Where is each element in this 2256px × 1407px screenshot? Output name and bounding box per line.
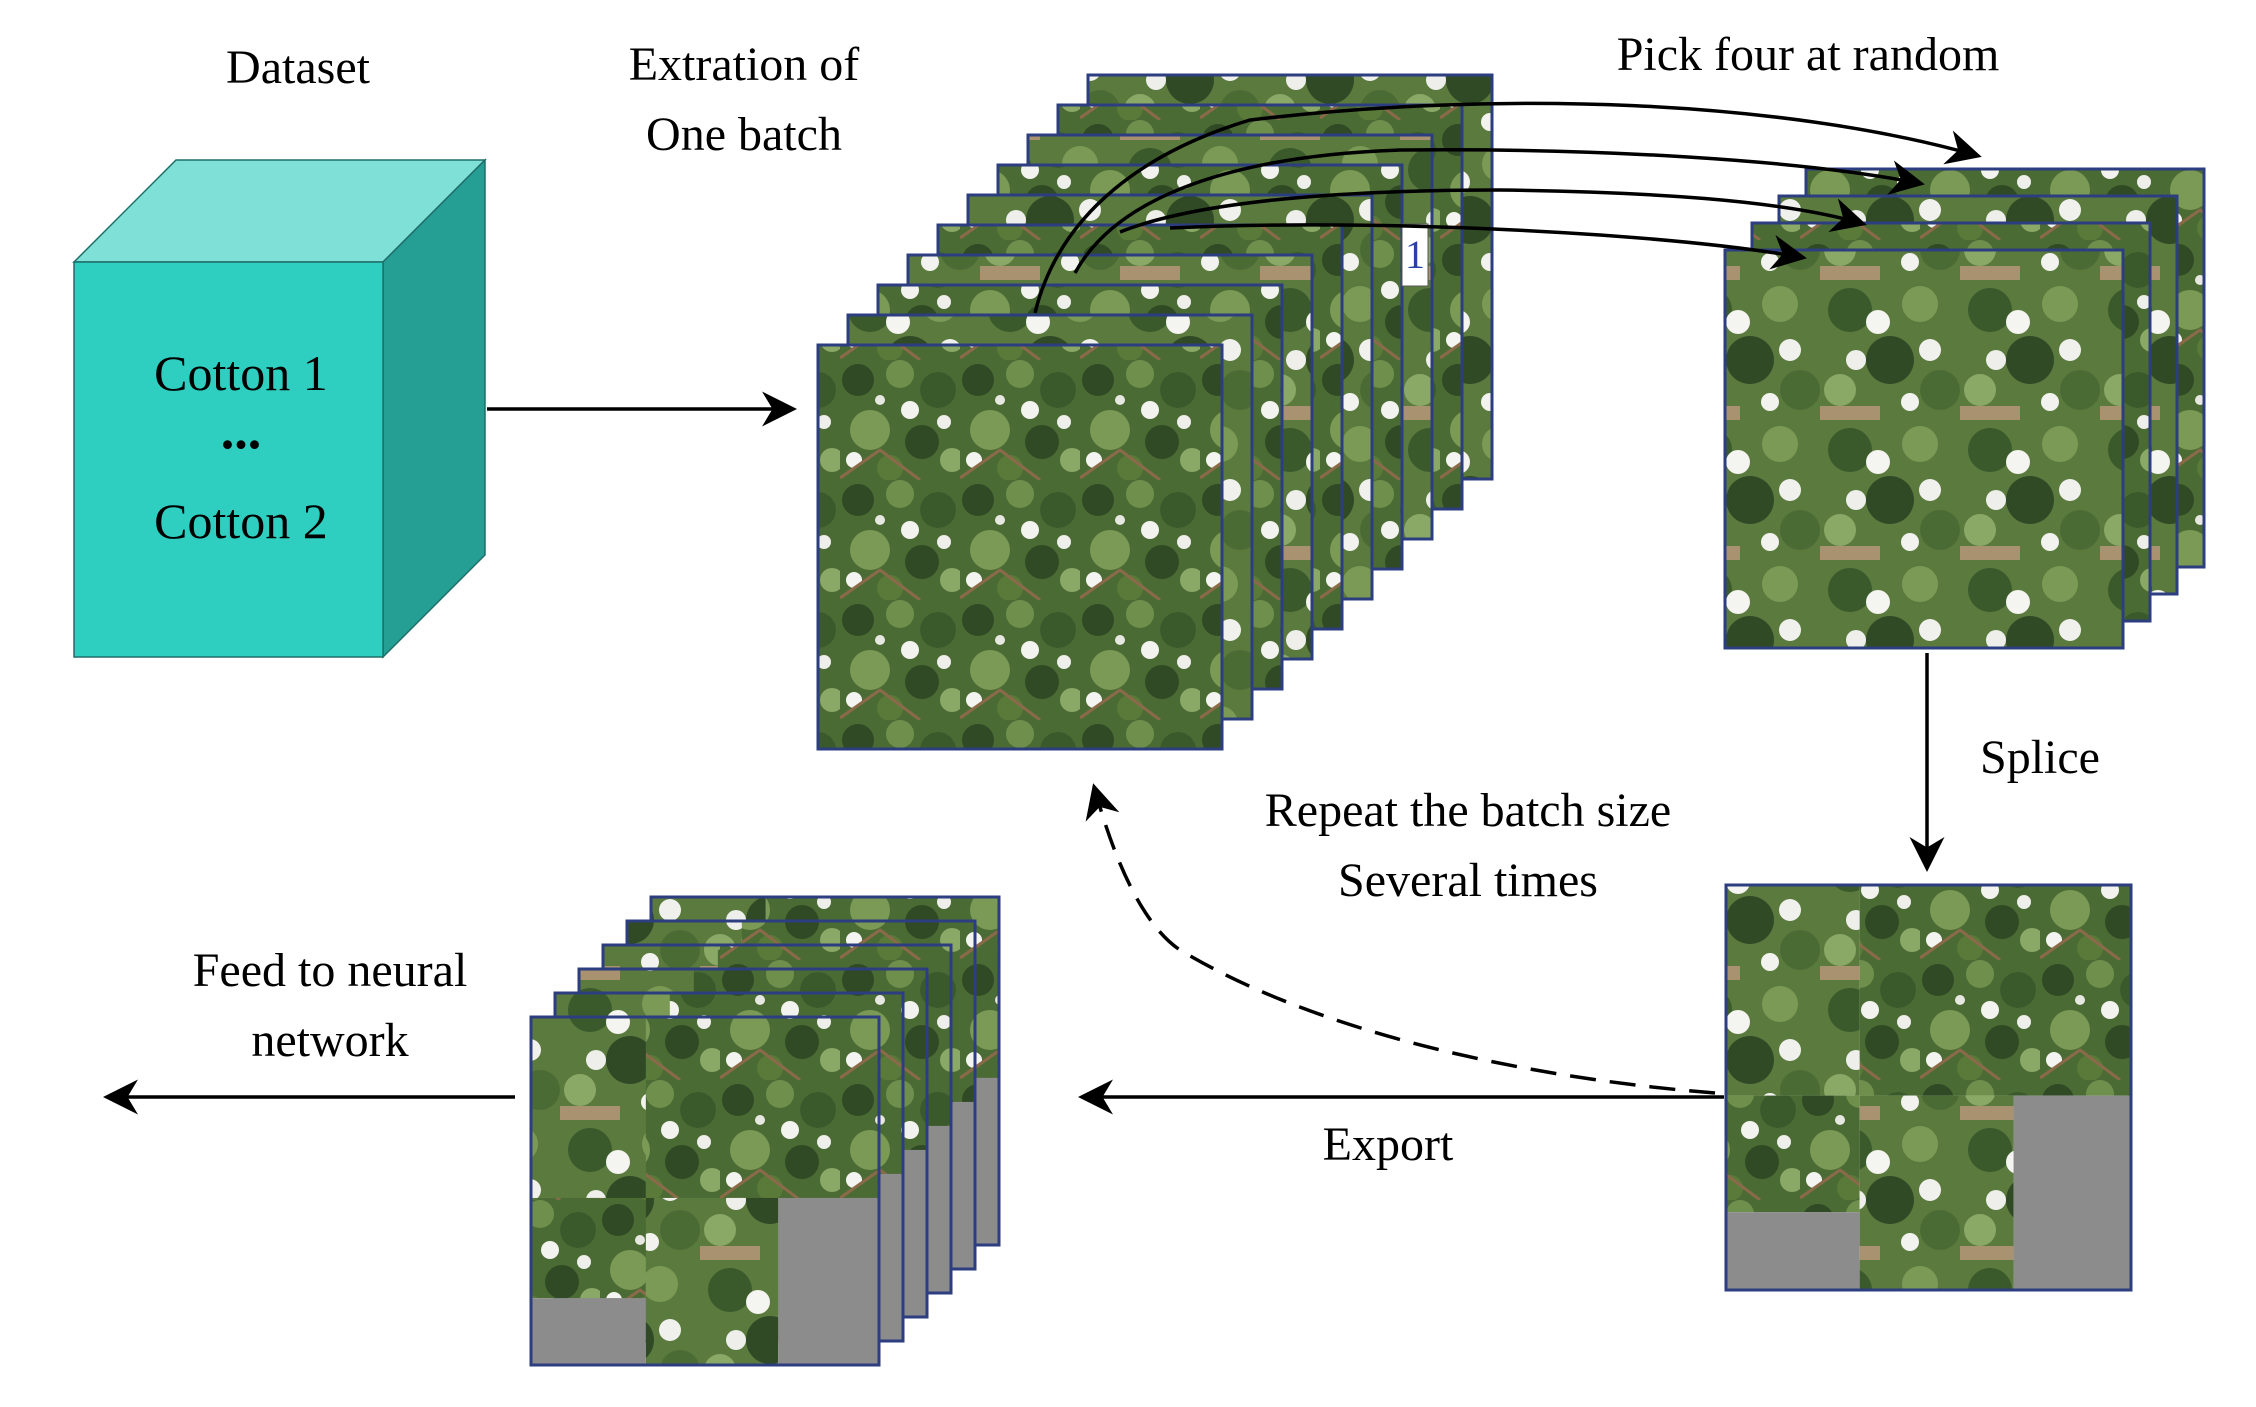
picked-image-stack: [1723, 167, 2206, 650]
photo-tag-card: [1401, 223, 1429, 287]
spliced-mosaic-image-pad-1: [1726, 1212, 1860, 1290]
repeat-label-line2: Several times: [1338, 854, 1598, 907]
batch-image-stack: [816, 73, 1494, 751]
image-stacks: [529, 73, 2206, 1367]
feed-label-line2: network: [251, 1014, 408, 1067]
spliced-mosaic-image-tile-4: [1859, 1095, 2014, 1290]
cube-ellipsis: ...: [221, 400, 262, 460]
pick-arrow-3: [1119, 188, 1867, 234]
cube-item-2: Cotton 2: [154, 493, 328, 549]
text-layer: 1 Dataset Extration of One batch Pick four a…: [154, 28, 2100, 1171]
splice-label: Splice: [1980, 731, 2100, 784]
pick-arrow-1: [1033, 101, 1982, 314]
dataset-label: Dataset: [226, 41, 371, 94]
spliced-mosaic-image-tile-3: [1726, 1095, 1860, 1213]
spliced-mosaic-image: [1724, 883, 2133, 1292]
batch-frame-1-image: [818, 345, 1222, 749]
repeat-label-line1: Repeat the batch size: [1265, 784, 1671, 837]
cube-front-face: [73, 261, 384, 658]
pick-arrow-4: [1169, 223, 1807, 270]
extraction-label-line2: One batch: [646, 108, 842, 161]
pick-arrow-2: [1073, 148, 1925, 274]
extraction-label-line1: Extration of: [629, 38, 860, 91]
spliced-mosaic-image-pad-2: [2013, 1095, 2131, 1290]
feed-label-line1: Feed to neural: [193, 944, 468, 997]
output-mosaic-1-tile-1: [531, 1017, 646, 1198]
output-mosaic-1-tile-2: [645, 1017, 879, 1198]
batch-frame-1-border: [816, 343, 1224, 751]
output-mosaic-1-border: [529, 1015, 881, 1367]
picked-frame-1-border: [1723, 248, 2125, 650]
arrows-layer: [103, 101, 1982, 1115]
output-mosaic-1-tile-3: [531, 1197, 646, 1299]
output-mosaic-1-pad-2: [778, 1197, 879, 1365]
repeat-arrow: [1085, 783, 1716, 1095]
export-label: Export: [1323, 1118, 1454, 1171]
batch-frame-1: [816, 343, 1224, 751]
spliced-mosaic-image-border: [1724, 883, 2133, 1292]
spliced-mosaic-image-tile-1: [1726, 885, 1860, 1096]
photo-tag-label: 1: [1405, 232, 1425, 277]
pick-label: Pick four at random: [1617, 28, 2000, 81]
picked-frame-1-image: [1725, 250, 2123, 648]
output-mosaic-stack: [529, 895, 1001, 1367]
dataset-cube: [72, 158, 487, 659]
output-mosaic-1-tile-4: [645, 1197, 779, 1365]
output-mosaic-1-pad-1: [531, 1298, 646, 1365]
shapes-layer: [72, 158, 487, 659]
spliced-mosaic-image-tile-2: [1859, 885, 2131, 1096]
picked-frame-1: [1723, 248, 2125, 650]
cube-item-1: Cotton 1: [154, 345, 328, 401]
output-mosaic-1: [529, 1015, 881, 1367]
